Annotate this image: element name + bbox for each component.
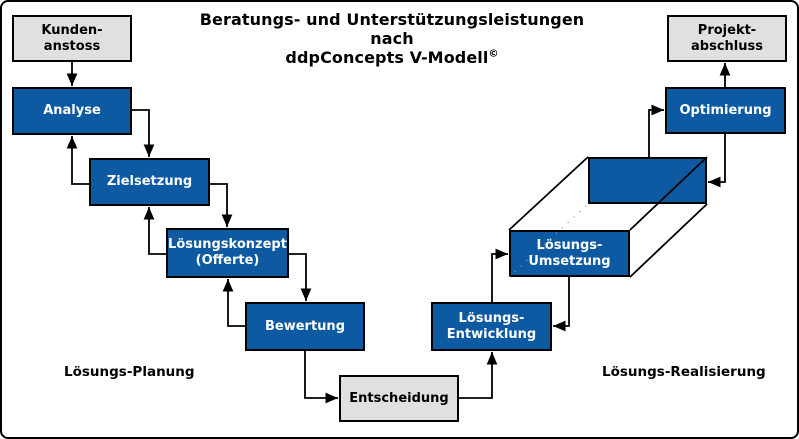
title-line-3-text: ddpConcepts V-Modell [285, 48, 489, 67]
phase-label-loesungs-planung: Lösungs-Planung [64, 364, 195, 380]
arrow-loesungsentwicklung-to-loesungsumsetzung [491, 248, 508, 302]
title-line-2: nach [370, 29, 414, 48]
copyright-symbol: © [488, 48, 499, 60]
title-line-3: ddpConcepts V-Modell© [152, 48, 632, 67]
arrow-feedback-optimierung-to-umsetzung3d [708, 134, 726, 188]
title-line-1: Beratungs- und Unterstützungsleistungen [199, 10, 585, 29]
node-umsetzung-3d-back-face [588, 157, 707, 204]
node-loesungsentwicklung: Lösungs- Entwicklung [431, 302, 552, 351]
cuboid-edge-top-left [508, 156, 589, 231]
node-loesungsumsetzung: Lösungs- Umsetzung [509, 230, 630, 277]
arrow-feedback-loesungsumsetzung-to-loesungsentwicklung [553, 277, 570, 332]
node-bewertung: Bewertung [245, 302, 365, 351]
arrow-feedback-bewertung-to-loesungskonzept [222, 279, 245, 327]
node-kundenanstoss: Kunden- anstoss [12, 15, 132, 62]
arrow-analyse-to-zielsetzung [132, 109, 155, 157]
arrow-bewertung-to-entscheidung [304, 351, 338, 404]
cuboid-edge-bottom-right [629, 203, 708, 278]
arrow-loesungskonzept-to-bewertung [289, 253, 312, 301]
node-analyse: Analyse [12, 87, 132, 135]
node-optimierung: Optimierung [665, 87, 786, 134]
arrow-umsetzung3d-to-optimierung [648, 104, 664, 157]
arrow-feedback-loesungskonzept-to-zielsetzung [143, 207, 166, 255]
phase-label-loesungs-realisierung: Lösungs-Realisierung [602, 364, 766, 380]
node-loesungskonzept: Lösungskonzept (Offerte) [166, 228, 289, 278]
arrow-zielsetzung-to-loesungskonzept [210, 183, 233, 227]
node-zielsetzung: Zielsetzung [89, 158, 210, 206]
node-entscheidung: Entscheidung [339, 375, 459, 422]
arrow-feedback-zielsetzung-to-analyse [66, 136, 89, 185]
diagram-title: Beratungs- und Unterstützungsleistungen … [152, 10, 632, 67]
node-projektabschluss: Projekt- abschluss [667, 15, 787, 62]
arrow-entscheidung-to-loesungsentwicklung [459, 352, 498, 399]
